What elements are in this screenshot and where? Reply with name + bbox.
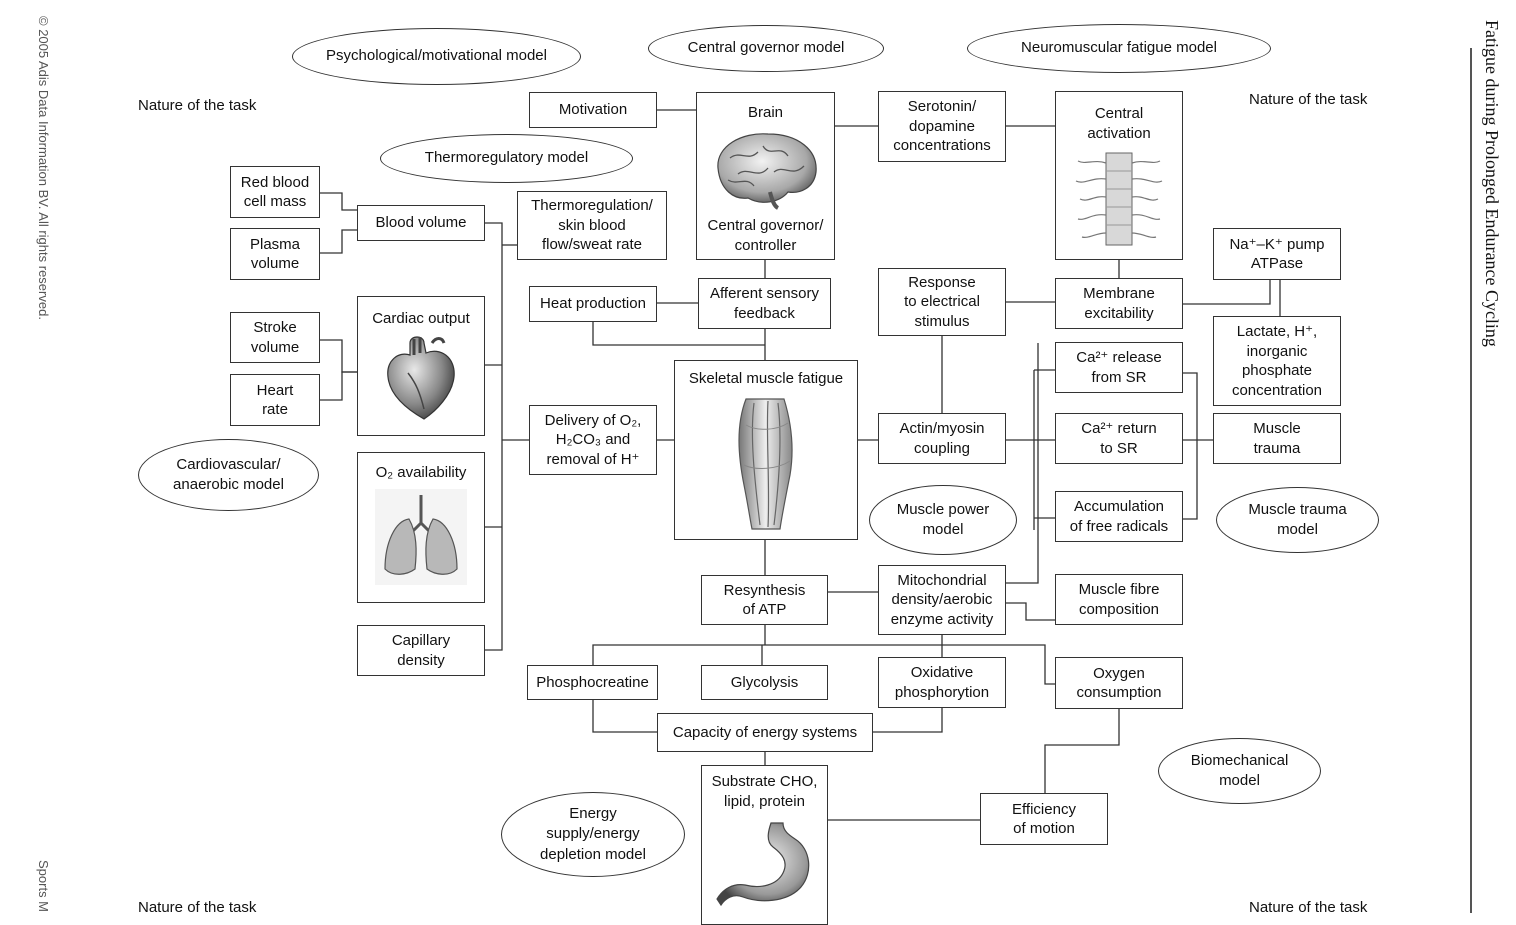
node-glycolysis: Glycolysis bbox=[701, 665, 828, 700]
node-phosphocreatine: Phosphocreatine bbox=[527, 665, 658, 700]
running-title: Fatigue during Prolonged Endurance Cycli… bbox=[1482, 20, 1502, 347]
node-na-k-pump: Na⁺–K⁺ pump ATPase bbox=[1213, 228, 1341, 280]
node-label: Plasma volume bbox=[249, 235, 301, 273]
node-label: Phosphocreatine bbox=[536, 673, 649, 691]
node-free-radicals: Accumulation of free radicals bbox=[1055, 491, 1183, 542]
right-margin-rule bbox=[1470, 48, 1472, 913]
node-label: Oxidative phosphorytion bbox=[894, 664, 990, 701]
model-biomechanical: Biomechanical model bbox=[1158, 738, 1321, 804]
node-label: Brain bbox=[747, 104, 784, 121]
muscle-leg-icon bbox=[738, 397, 793, 530]
node-blood-volume: Blood volume bbox=[357, 205, 485, 241]
node-label: Red blood cell mass bbox=[240, 173, 310, 211]
brain-icon bbox=[716, 133, 817, 211]
node-central-activation: Central activation bbox=[1055, 91, 1183, 260]
model-psychological: Psychological/motivational model bbox=[292, 28, 581, 85]
node-label: Accumulation of free radicals bbox=[1069, 498, 1169, 535]
node-heart-rate: Heart rate bbox=[230, 374, 320, 426]
node-ca-release: Ca²⁺ release from SR bbox=[1055, 342, 1183, 393]
node-label: Lactate, H⁺, inorganic phosphate concent… bbox=[1231, 323, 1323, 399]
node-label: Muscle fibre composition bbox=[1078, 581, 1160, 618]
node-label: Blood volume bbox=[375, 214, 467, 232]
node-response-electrical: Response to electrical stimulus bbox=[878, 268, 1006, 336]
node-label: O₂ availability bbox=[375, 464, 467, 481]
node-label: Membrane excitability bbox=[1083, 285, 1155, 322]
node-label: Cardiac output bbox=[372, 310, 470, 327]
node-label: Resynthesis of ATP bbox=[723, 581, 806, 619]
node-muscle-trauma: Muscle trauma bbox=[1213, 413, 1341, 464]
node-label: Thermoregulation/ skin blood flow/sweat … bbox=[531, 197, 653, 254]
node-afferent-feedback: Afferent sensory feedback bbox=[698, 278, 831, 329]
node-heat-production: Heat production bbox=[529, 286, 657, 322]
node-cardiac-output: Cardiac output bbox=[357, 296, 485, 436]
node-actin-myosin: Actin/myosin coupling bbox=[878, 413, 1006, 464]
node-label: Muscle trauma bbox=[1253, 420, 1301, 457]
node-stroke-volume: Stroke volume bbox=[230, 312, 320, 363]
node-label: Serotonin/ dopamine concentrations bbox=[893, 98, 991, 155]
node-lactate: Lactate, H⁺, inorganic phosphate concent… bbox=[1213, 316, 1341, 406]
node-label: Mitochondrial density/aerobic enzyme act… bbox=[890, 571, 994, 628]
heart-icon bbox=[387, 335, 455, 420]
node-red-blood: Red blood cell mass bbox=[230, 166, 320, 218]
node-label: Central activation bbox=[1087, 105, 1151, 142]
node-oxygen-consumption: Oxygen consumption bbox=[1055, 657, 1183, 709]
model-muscle-trauma: Muscle trauma model bbox=[1216, 487, 1379, 553]
spinal-cord-icon bbox=[1075, 152, 1163, 246]
model-cardiovascular: Cardiovascular/ anaerobic model bbox=[138, 439, 319, 511]
node-label: Efficiency of motion bbox=[1012, 800, 1076, 838]
model-neuromuscular: Neuromuscular fatigue model bbox=[967, 24, 1271, 73]
model-thermoregulatory: Thermoregulatory model bbox=[380, 134, 633, 183]
node-delivery: Delivery of O₂, H₂CO₃ and removal of H⁺ bbox=[529, 405, 657, 475]
node-label: Heart rate bbox=[256, 381, 294, 419]
node-serotonin: Serotonin/ dopamine concentrations bbox=[878, 91, 1006, 162]
model-energy-supply: Energy supply/energy depletion model bbox=[501, 792, 685, 877]
node-capillary-density: Capillary density bbox=[357, 625, 485, 676]
node-mitochondrial: Mitochondrial density/aerobic enzyme act… bbox=[878, 565, 1006, 635]
node-label: Oxygen consumption bbox=[1076, 664, 1162, 702]
copyright-notice: © 2005 Adis Data Information BV. All rig… bbox=[36, 16, 51, 320]
corner-label-top-left: Nature of the task bbox=[138, 97, 257, 114]
node-label: Capillary density bbox=[391, 632, 451, 669]
node-label: Capacity of energy systems bbox=[672, 723, 858, 741]
corner-label-top-right: Nature of the task bbox=[1249, 91, 1368, 108]
corner-label-bottom-right: Nature of the task bbox=[1249, 899, 1368, 916]
node-oxidative: Oxidative phosphorytion bbox=[878, 657, 1006, 708]
node-label: Actin/myosin coupling bbox=[899, 420, 985, 457]
node-resynthesis-atp: Resynthesis of ATP bbox=[701, 575, 828, 625]
journal-name: Sports M bbox=[36, 860, 51, 913]
node-label: Ca²⁺ return to SR bbox=[1081, 420, 1157, 457]
stomach-icon bbox=[715, 822, 809, 907]
node-efficiency-motion: Efficiency of motion bbox=[980, 793, 1108, 845]
node-label: Central governor/ controller bbox=[707, 217, 824, 254]
node-label: Afferent sensory feedback bbox=[710, 285, 819, 322]
node-substrate: Substrate CHO, lipid, protein bbox=[701, 765, 828, 925]
node-label: Response to electrical stimulus bbox=[904, 273, 980, 330]
node-label: Glycolysis bbox=[730, 673, 799, 691]
node-motivation: Motivation bbox=[529, 92, 657, 128]
node-label: Heat production bbox=[540, 295, 646, 313]
node-skeletal-muscle-fatigue: Skeletal muscle fatigue bbox=[674, 360, 858, 540]
node-label: Na⁺–K⁺ pump ATPase bbox=[1229, 235, 1325, 273]
model-central-governor: Central governor model bbox=[648, 25, 884, 72]
lungs-icon bbox=[375, 488, 467, 585]
node-fibre-composition: Muscle fibre composition bbox=[1055, 574, 1183, 625]
node-label: Motivation bbox=[558, 101, 628, 119]
node-capacity-energy: Capacity of energy systems bbox=[657, 713, 873, 752]
node-label: Substrate CHO, lipid, protein bbox=[711, 773, 818, 810]
node-label: Skeletal muscle fatigue bbox=[688, 370, 844, 387]
node-brain: Brain Central governor/ controller bbox=[696, 92, 835, 260]
node-plasma-volume: Plasma volume bbox=[230, 228, 320, 280]
node-o2-availability: O₂ availability bbox=[357, 452, 485, 603]
corner-label-bottom-left: Nature of the task bbox=[138, 899, 257, 916]
node-thermoregulation: Thermoregulation/ skin blood flow/sweat … bbox=[517, 191, 667, 260]
node-label: Delivery of O₂, H₂CO₃ and removal of H⁺ bbox=[544, 411, 642, 468]
node-label: Ca²⁺ release from SR bbox=[1076, 349, 1162, 386]
model-muscle-power: Muscle power model bbox=[869, 485, 1017, 555]
node-membrane-excitability: Membrane excitability bbox=[1055, 278, 1183, 329]
node-label: Stroke volume bbox=[250, 319, 300, 356]
node-ca-return: Ca²⁺ return to SR bbox=[1055, 413, 1183, 464]
